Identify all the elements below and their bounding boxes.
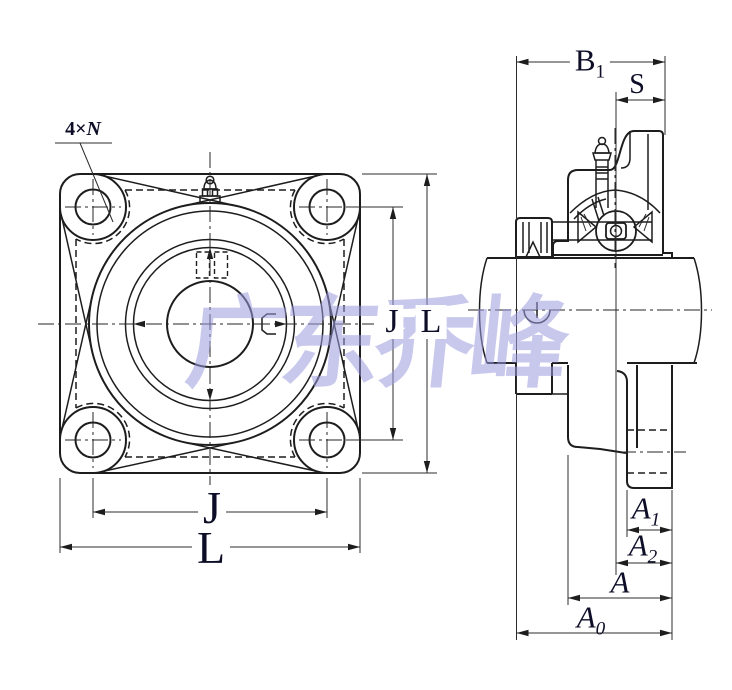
front-centerlines	[38, 152, 374, 498]
hidden-back-outline	[75, 189, 345, 458]
dim-label-s: S	[629, 69, 645, 100]
callout-count: 4	[65, 118, 76, 140]
callout-times: ×	[75, 118, 87, 140]
front-view	[38, 142, 374, 498]
dim-label-j-bottom: J	[198, 485, 226, 531]
dim-label-j-side: J	[380, 305, 404, 339]
side-view-dimensions	[516, 56, 673, 640]
shaft-break-right	[693, 257, 703, 364]
callout-leader	[55, 142, 114, 223]
dim-label-l-bottom: L	[191, 525, 231, 571]
side-centerlines	[468, 128, 712, 311]
dim-label-l-side: L	[415, 305, 447, 339]
flange-lower	[567, 365, 686, 489]
side-view	[468, 128, 712, 489]
callout-letter: N	[86, 118, 101, 140]
dim-label-b1: B1	[569, 44, 611, 82]
dim-label-a2: A2	[628, 527, 658, 568]
seal-right	[632, 210, 653, 244]
dim-label-a1: A1	[631, 490, 661, 531]
shaft-break-left	[478, 257, 488, 364]
bolt-lobes	[59, 173, 361, 474]
seal-left	[577, 210, 598, 244]
dim-label-4xn: 4×N	[65, 119, 101, 139]
setscrew-collar	[515, 217, 568, 395]
dim-label-a: A	[610, 564, 630, 600]
gusset-ribs	[60, 174, 360, 473]
dim-label-a0: A0	[576, 599, 606, 640]
grease-nipple-side-icon	[592, 136, 612, 208]
